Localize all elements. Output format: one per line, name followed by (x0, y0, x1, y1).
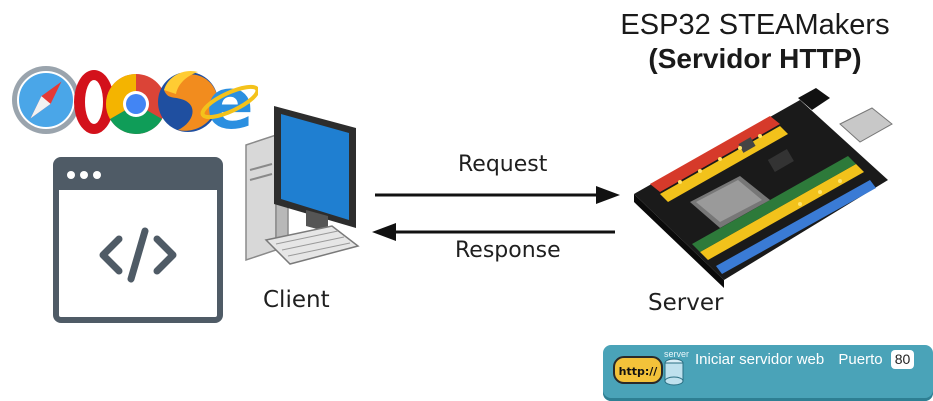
http-server-icon: http:// (613, 356, 684, 386)
port-label: Puerto (838, 351, 883, 368)
response-arrow (372, 223, 615, 241)
port-value-field[interactable]: 80 (890, 350, 915, 369)
server-tag: server (664, 349, 690, 359)
client-label: Client (263, 287, 330, 313)
http-icon-text: http:// (619, 365, 659, 378)
request-label: Request (458, 152, 548, 177)
esp32-board-image (634, 88, 893, 288)
chrome-icon (105, 73, 166, 135)
opera-icon (74, 70, 114, 134)
browser-logos: e (12, 63, 258, 142)
title-line1: ESP32 STEAMakers (620, 9, 890, 41)
server-label: Server (648, 290, 724, 316)
code-window-icon (53, 157, 223, 323)
block-text-row: Iniciar servidor web Puerto 80 (695, 350, 915, 369)
arrows (372, 186, 620, 241)
block-label: Iniciar servidor web (695, 351, 825, 368)
client-computer-icon (245, 106, 360, 265)
diagram-title: ESP32 STEAMakers (Servidor HTTP) (590, 8, 920, 76)
request-arrow (375, 186, 620, 204)
ie-icon: e (200, 63, 258, 142)
title-line2: (Servidor HTTP) (648, 43, 862, 74)
response-label: Response (455, 238, 561, 263)
safari-icon (12, 66, 80, 134)
